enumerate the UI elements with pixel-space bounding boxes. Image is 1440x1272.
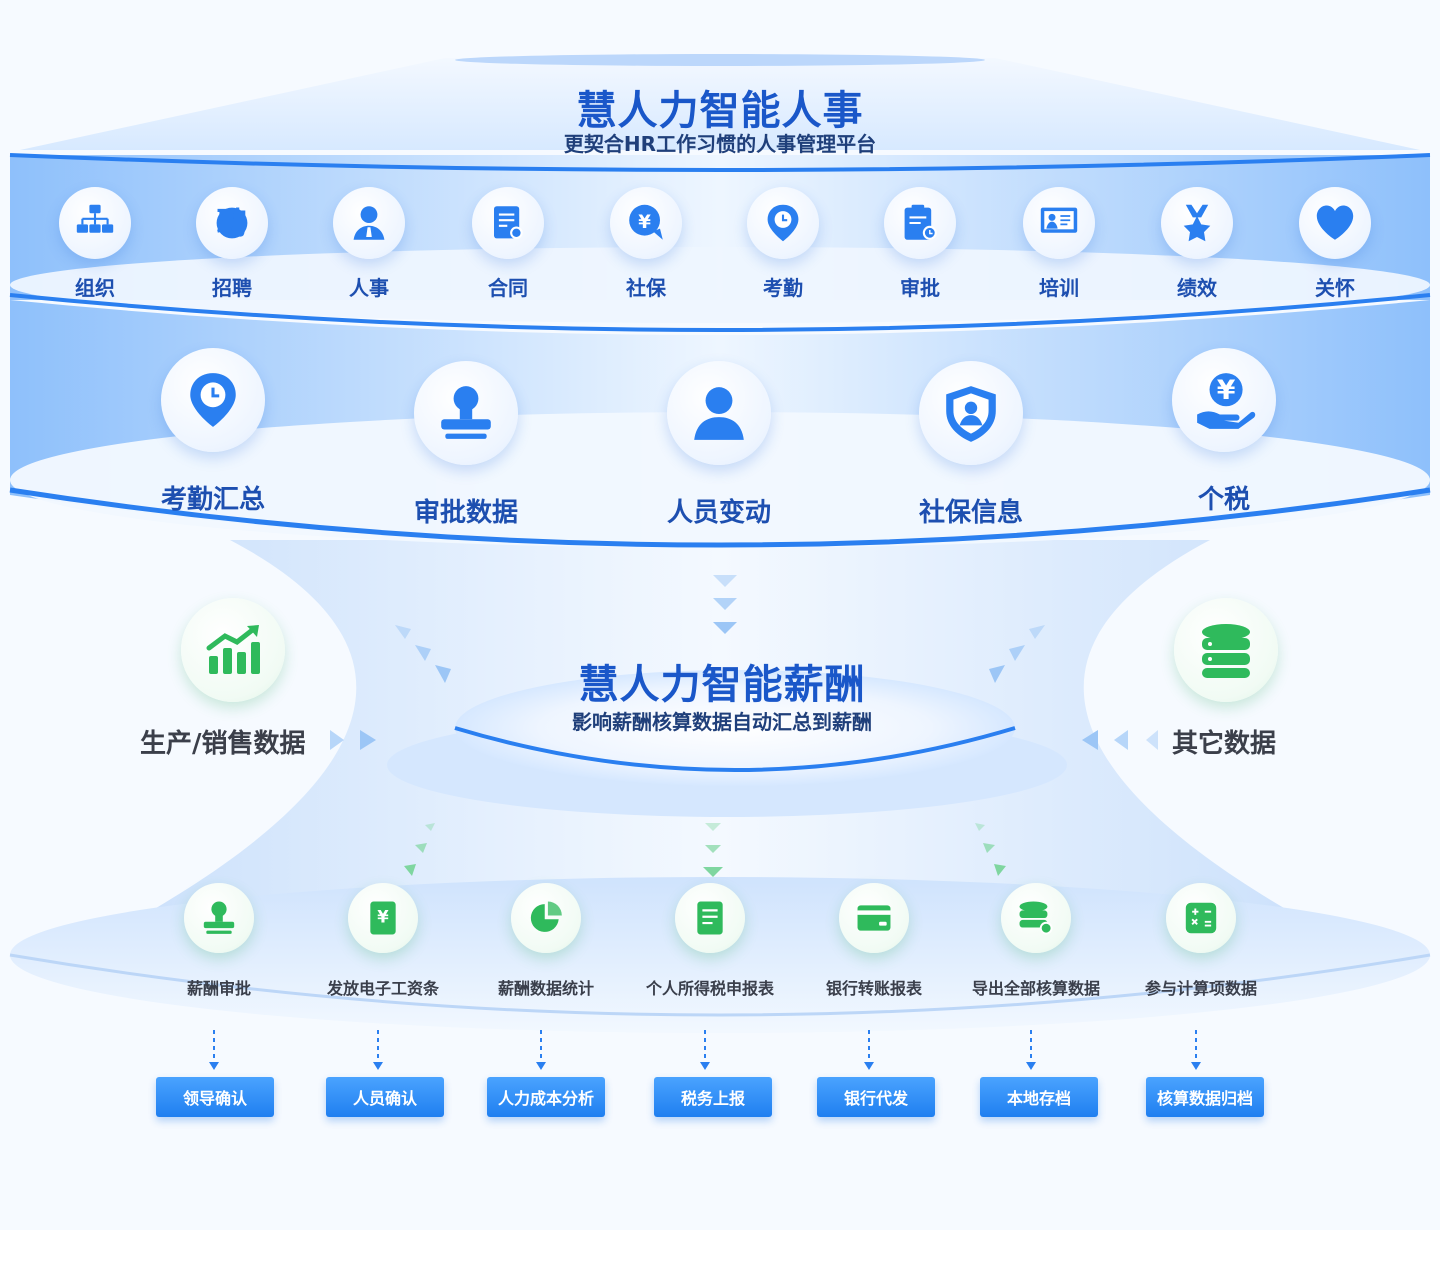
medal-star-icon	[1161, 187, 1233, 259]
top-title: 慧人力智能人事	[576, 88, 864, 134]
growth-chart-icon	[181, 598, 285, 702]
action-button[interactable]: 人力成本分析	[487, 1077, 605, 1117]
recruit-char-icon: 聘	[196, 187, 268, 259]
presentation-icon	[1023, 187, 1095, 259]
module-label: 人事	[349, 276, 389, 300]
yuan-document-icon: ¥	[348, 883, 418, 953]
bank-card-icon	[839, 883, 909, 953]
module-label: 绩效	[1177, 276, 1217, 300]
svg-text:¥: ¥	[638, 212, 651, 233]
output-label: 薪酬审批	[186, 979, 252, 998]
module-label: 关怀	[1315, 276, 1355, 300]
contract-icon	[472, 187, 544, 259]
shield-person-icon	[919, 361, 1023, 465]
stamp-icon	[184, 883, 254, 953]
hand-yuan-icon: ¥	[1172, 348, 1276, 452]
payroll-subtitle: 影响薪酬核算数据自动汇总到薪酬	[572, 710, 872, 734]
source-label: 个税	[1197, 485, 1251, 515]
production-sales-data-label: 生产/销售数据	[140, 729, 306, 759]
output-label: 导出全部核算数据	[971, 979, 1101, 998]
source-label: 人员变动	[666, 498, 772, 528]
svg-text:聘: 聘	[217, 206, 248, 242]
action-button[interactable]: 银行代发	[817, 1077, 935, 1117]
location-clock-icon	[161, 348, 265, 452]
action-button[interactable]: 核算数据归档	[1146, 1077, 1264, 1117]
arrow-head	[1191, 1062, 1201, 1070]
stamp-icon	[414, 361, 518, 465]
arrow-head	[700, 1062, 710, 1070]
pie-chart-icon	[511, 883, 581, 953]
person-icon	[667, 361, 771, 465]
output-label: 银行转账报表	[825, 979, 923, 998]
action-button[interactable]: 领导确认	[156, 1077, 274, 1117]
svg-text:¥: ¥	[1217, 375, 1236, 406]
location-clock-icon	[747, 187, 819, 259]
output-label: 薪酬数据统计	[497, 979, 595, 998]
clipboard-clock-icon	[884, 187, 956, 259]
calculator-icon	[1166, 883, 1236, 953]
module-label: 考勤	[763, 276, 803, 300]
yuan-chat-icon: ¥	[610, 187, 682, 259]
top-subtitle: 更契合HR工作习惯的人事管理平台	[563, 132, 877, 156]
module-label: 招聘	[212, 276, 252, 300]
database-export-icon	[1001, 883, 1071, 953]
arrow-head	[536, 1062, 546, 1070]
payroll-title: 慧人力智能薪酬	[578, 662, 866, 708]
action-button[interactable]: 税务上报	[654, 1077, 772, 1117]
other-data-label: 其它数据	[1172, 729, 1277, 759]
arrow-head	[864, 1062, 874, 1070]
source-label: 审批数据	[413, 498, 519, 528]
svg-text:¥: ¥	[377, 907, 389, 926]
source-label: 社保信息	[918, 498, 1024, 528]
arrow-head	[1026, 1062, 1036, 1070]
module-label: 审批	[900, 276, 940, 300]
output-label: 个人所得税申报表	[645, 979, 775, 998]
document-icon	[675, 883, 745, 953]
output-label: 参与计算项数据	[1144, 979, 1258, 998]
org-chart-icon	[59, 187, 131, 259]
database-icon	[1174, 598, 1278, 702]
module-label: 组织	[75, 276, 115, 300]
module-label: 培训	[1039, 276, 1079, 300]
arrow-head	[373, 1062, 383, 1070]
heart-icon	[1299, 187, 1371, 259]
action-button[interactable]: 本地存档	[980, 1077, 1098, 1117]
output-label: 发放电子工资条	[326, 979, 440, 998]
arrow-head	[209, 1062, 219, 1070]
module-label: 合同	[488, 276, 528, 300]
source-label: 考勤汇总	[160, 485, 266, 515]
action-button[interactable]: 人员确认	[326, 1077, 444, 1117]
person-tie-icon	[333, 187, 405, 259]
module-label: 社保	[626, 276, 666, 300]
